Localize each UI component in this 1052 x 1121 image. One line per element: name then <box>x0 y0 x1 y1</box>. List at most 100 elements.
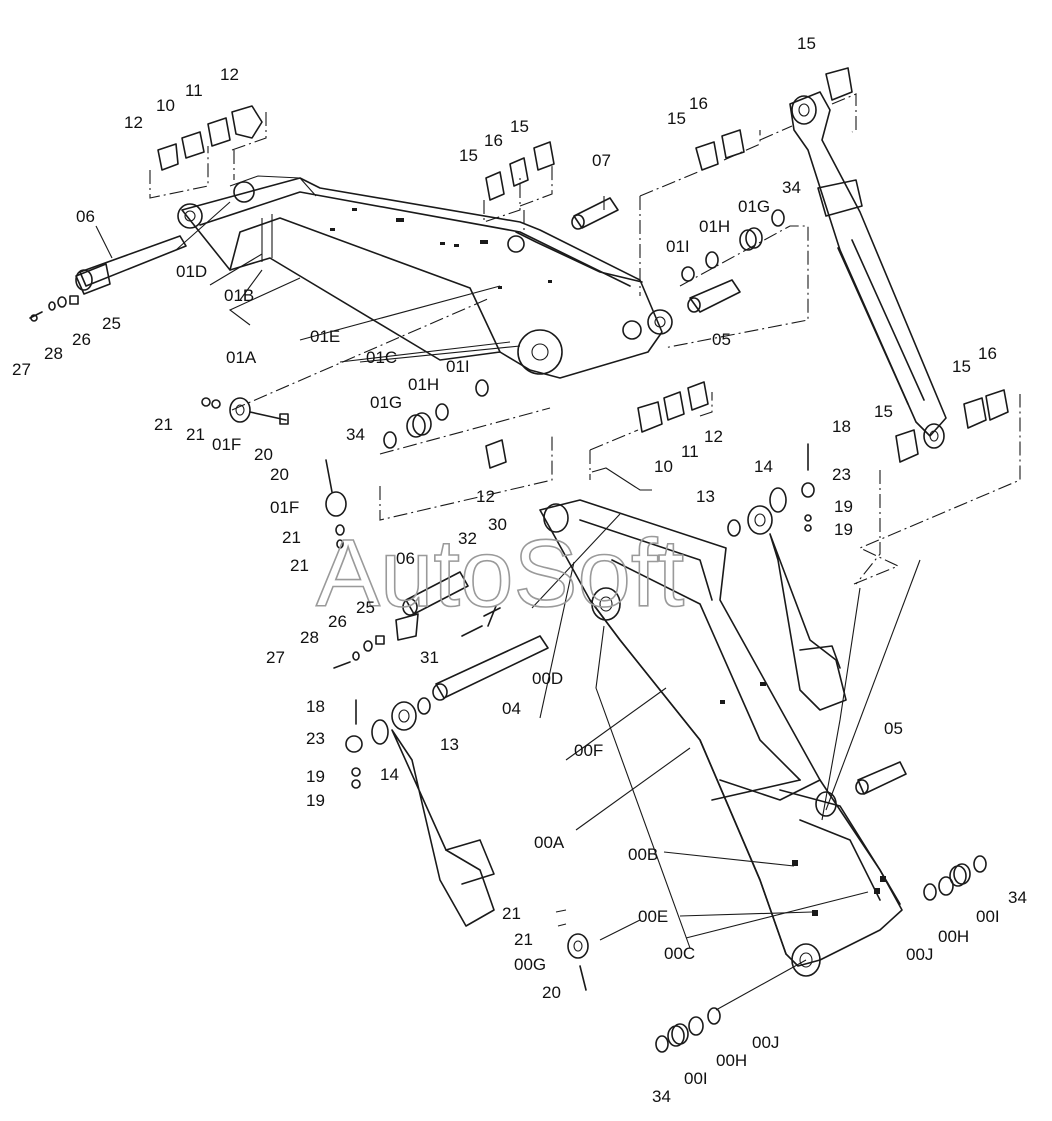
label-01C: 01C <box>366 348 397 367</box>
label-31: 31 <box>420 648 439 667</box>
label-10: 10 <box>654 457 673 476</box>
label-01G: 01G <box>370 393 402 412</box>
label-01G: 01G <box>738 197 770 216</box>
label-18: 18 <box>306 697 325 716</box>
label-01I: 01I <box>666 237 690 256</box>
label-28: 28 <box>300 628 319 647</box>
label-00D: 00D <box>532 669 563 688</box>
label-16: 16 <box>484 131 503 150</box>
label-25: 25 <box>102 314 121 333</box>
hardware-upper-left <box>29 295 79 322</box>
label-00J: 00J <box>906 945 933 964</box>
label-00I: 00I <box>976 907 1000 926</box>
label-18: 18 <box>832 417 851 436</box>
label-21: 21 <box>186 425 205 444</box>
label-20: 20 <box>542 983 561 1002</box>
arm-assembly <box>177 175 673 379</box>
pin-04 <box>432 635 549 701</box>
label-19: 19 <box>306 791 325 810</box>
leader-lines <box>95 93 1021 1011</box>
label-00I: 00I <box>684 1069 708 1088</box>
label-11: 11 <box>185 81 203 100</box>
label-00H: 00H <box>716 1051 747 1070</box>
boom-assembly <box>539 467 903 977</box>
label-14: 14 <box>754 457 773 476</box>
bushings-arm-left <box>383 379 489 449</box>
pin-06-lower <box>395 571 469 641</box>
label-26: 26 <box>72 330 91 349</box>
pin-05-upper <box>687 279 741 313</box>
hardware-lower-left <box>333 443 812 927</box>
label-12: 12 <box>124 113 143 132</box>
label-21: 21 <box>502 904 521 923</box>
label-23: 23 <box>306 729 325 748</box>
label-12: 12 <box>220 65 239 84</box>
label-00J: 00J <box>752 1033 779 1052</box>
bushing-01F-upper <box>201 397 289 425</box>
label-21: 21 <box>282 528 301 547</box>
label-15: 15 <box>952 357 971 376</box>
pin-06-upper <box>75 235 187 295</box>
shim-plates <box>157 67 1009 469</box>
label-20: 20 <box>270 465 289 484</box>
label-20: 20 <box>254 445 273 464</box>
label-01I: 01I <box>446 357 470 376</box>
label-19: 19 <box>834 520 853 539</box>
label-21: 21 <box>290 556 309 575</box>
label-10: 10 <box>156 96 175 115</box>
bushings-upper-right <box>681 209 785 282</box>
label-34: 34 <box>782 178 801 197</box>
label-01B: 01B <box>224 286 254 305</box>
label-16: 16 <box>689 94 708 113</box>
label-01A: 01A <box>226 348 257 367</box>
label-15: 15 <box>874 402 893 421</box>
label-27: 27 <box>12 360 31 379</box>
watermark: AutoSoft <box>316 520 684 627</box>
label-15: 15 <box>797 34 816 53</box>
label-00A: 00A <box>534 833 565 852</box>
arm-cylinder <box>789 91 947 449</box>
label-06: 06 <box>396 549 415 568</box>
label-26: 26 <box>328 612 347 631</box>
label-15: 15 <box>459 146 478 165</box>
label-00C: 00C <box>664 944 695 963</box>
pin-05-lower <box>855 761 907 795</box>
label-00H: 00H <box>938 927 969 946</box>
label-19: 19 <box>306 767 325 786</box>
label-01E: 01E <box>310 327 340 346</box>
label-04: 04 <box>502 699 521 718</box>
label-23: 23 <box>832 465 851 484</box>
label-15: 15 <box>667 109 686 128</box>
label-05: 05 <box>712 330 731 349</box>
label-06: 06 <box>76 207 95 226</box>
label-34: 34 <box>1008 888 1027 907</box>
label-21: 21 <box>514 930 533 949</box>
label-19: 19 <box>834 497 853 516</box>
label-01H: 01H <box>699 217 730 236</box>
part-labels: 15 12 11 10 12 16 15 15 16 15 07 34 01G … <box>12 34 1027 1106</box>
pin-07 <box>571 197 619 230</box>
label-01D: 01D <box>176 262 207 281</box>
label-00F: 00F <box>574 741 603 760</box>
label-11: 11 <box>681 442 699 461</box>
label-34: 34 <box>652 1087 671 1106</box>
label-16: 16 <box>978 344 997 363</box>
label-27: 27 <box>266 648 285 667</box>
label-13: 13 <box>696 487 715 506</box>
label-00G: 00G <box>514 955 546 974</box>
label-12: 12 <box>476 487 495 506</box>
label-01F: 01F <box>270 498 299 517</box>
label-05: 05 <box>884 719 903 738</box>
label-21: 21 <box>154 415 173 434</box>
label-13: 13 <box>440 735 459 754</box>
label-01H: 01H <box>408 375 439 394</box>
label-28: 28 <box>44 344 63 363</box>
label-12: 12 <box>704 427 723 446</box>
label-07: 07 <box>592 151 611 170</box>
label-00E: 00E <box>638 907 668 926</box>
label-32: 32 <box>458 529 477 548</box>
label-34: 34 <box>346 425 365 444</box>
label-25: 25 <box>356 598 375 617</box>
label-14: 14 <box>380 765 399 784</box>
